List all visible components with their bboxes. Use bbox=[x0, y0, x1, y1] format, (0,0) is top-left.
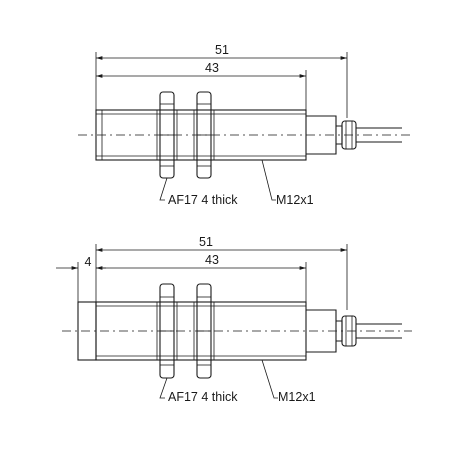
cable-end bbox=[306, 115, 402, 155]
nut-leader bbox=[159, 377, 168, 399]
nut-label: AF17 4 thick bbox=[168, 193, 238, 207]
nut-leader bbox=[159, 177, 168, 201]
thread-leader bbox=[261, 359, 278, 399]
bottom-view: 51 43 4 bbox=[56, 235, 412, 404]
thread-label: M12x1 bbox=[278, 390, 316, 404]
dimension-body-label: 43 bbox=[205, 253, 219, 267]
nut-label: AF17 4 thick bbox=[168, 390, 238, 404]
dimension-total-label: 51 bbox=[199, 235, 213, 249]
dimension-body-label: 43 bbox=[205, 61, 219, 75]
top-view: 51 43 bbox=[78, 43, 412, 207]
dimension-offset-label: 4 bbox=[85, 255, 92, 269]
dimension-total-label: 51 bbox=[215, 43, 229, 57]
thread-leader bbox=[261, 159, 276, 201]
thread-label: M12x1 bbox=[276, 193, 314, 207]
